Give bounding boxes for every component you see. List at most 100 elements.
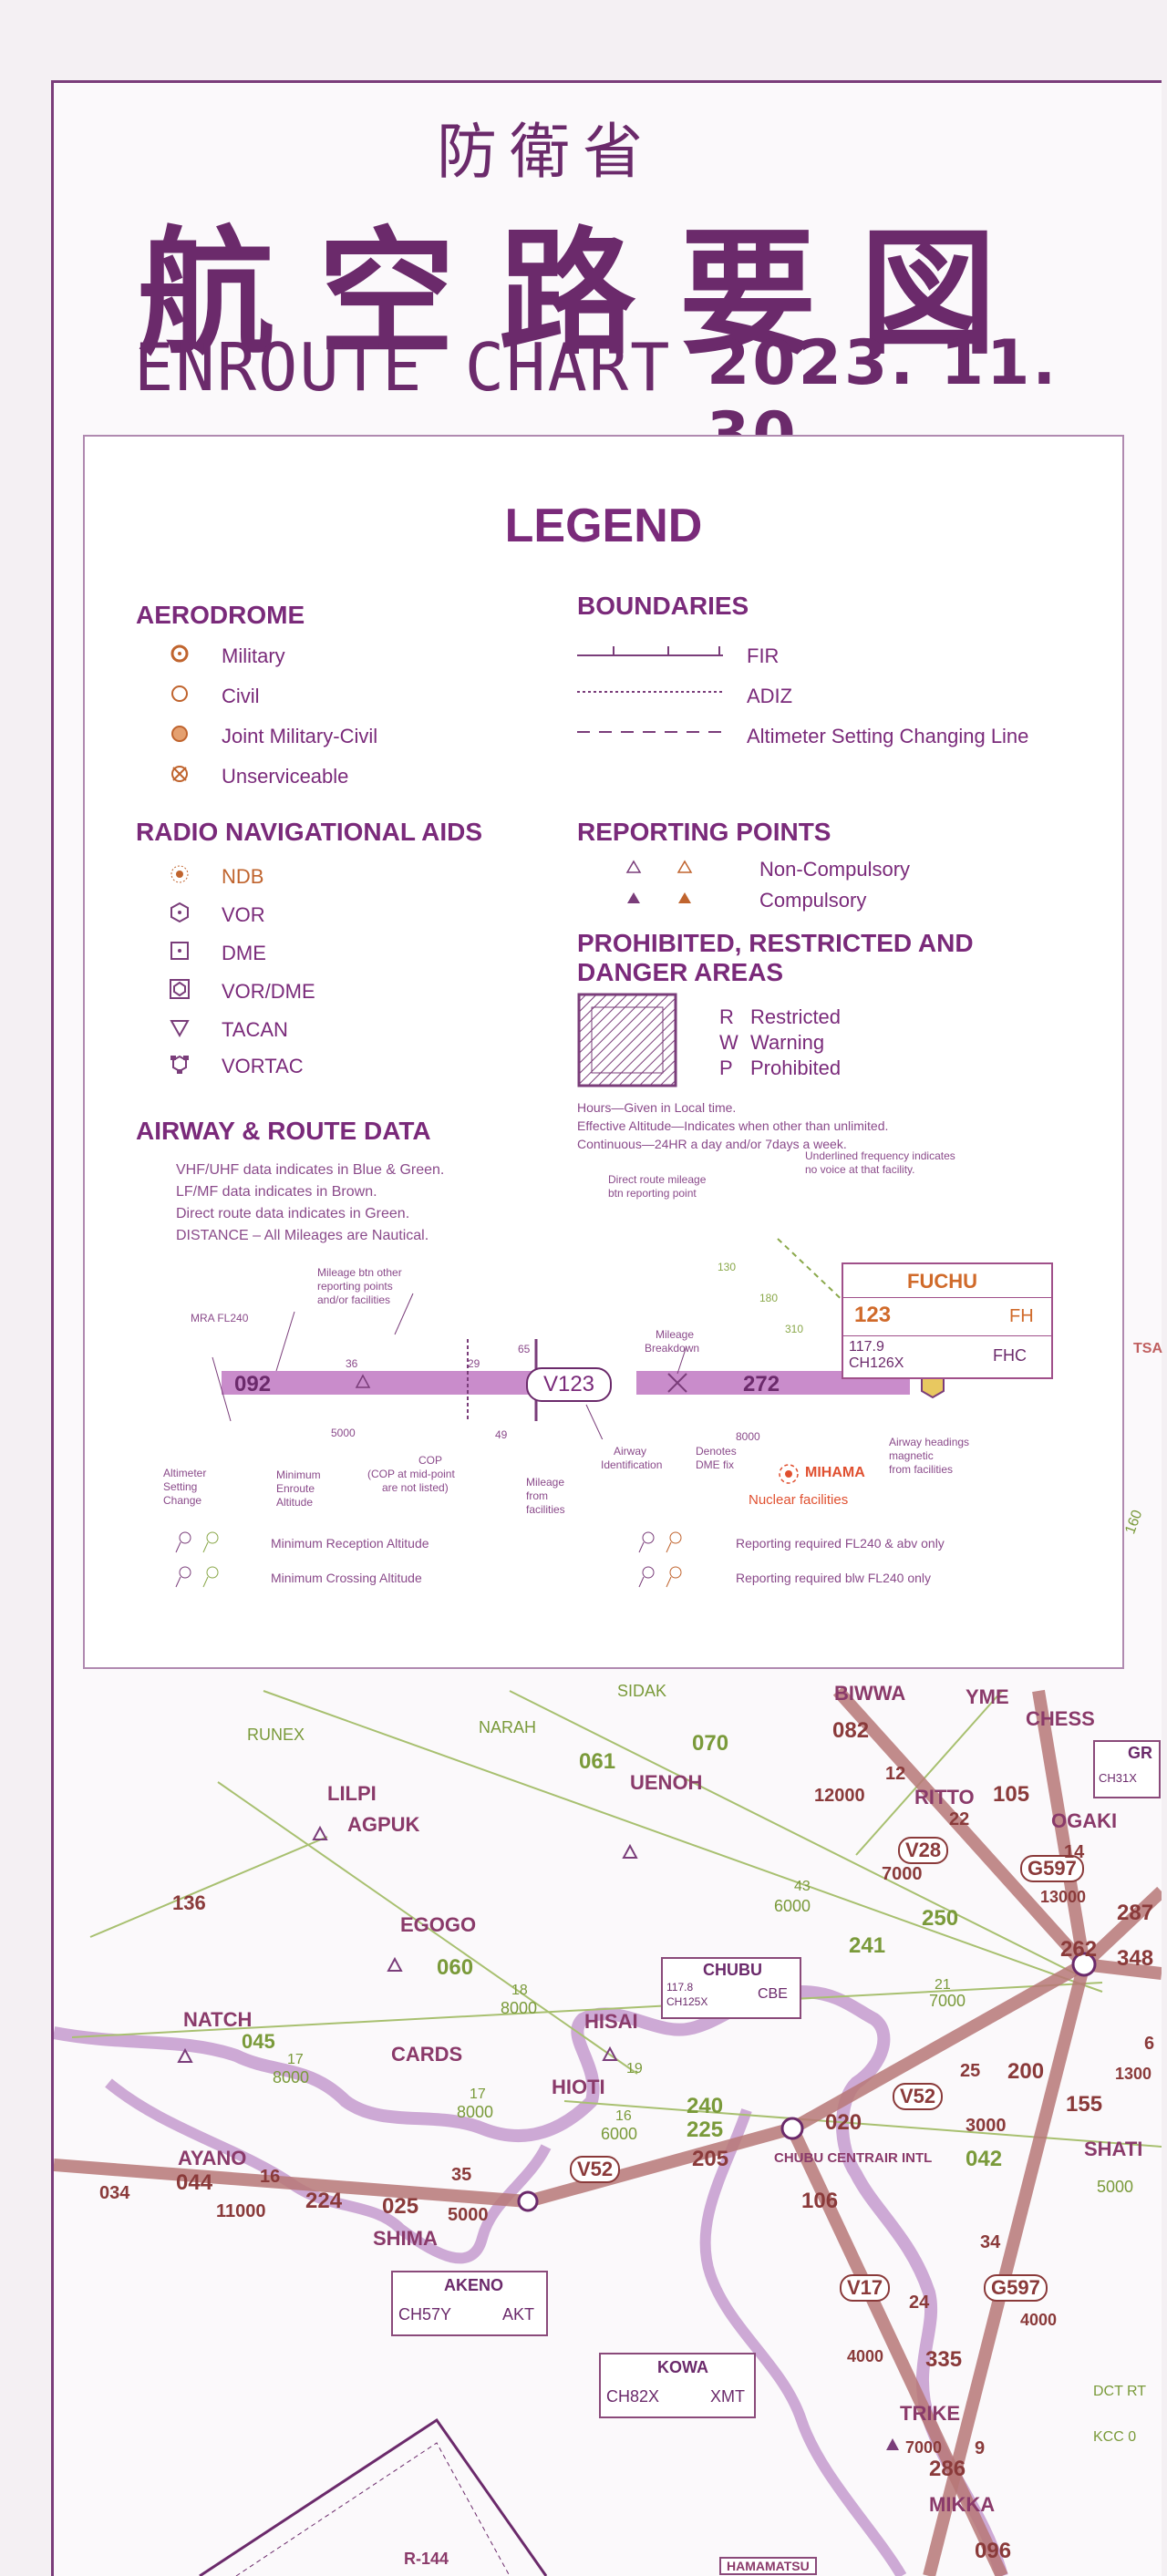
airway-heading: AIRWAY & ROUTE DATA bbox=[136, 1117, 431, 1145]
fix-runex: RUNEX bbox=[247, 1726, 305, 1744]
lbl-mileage-from-2: from bbox=[526, 1489, 548, 1502]
value-130: 130 bbox=[718, 1261, 737, 1273]
fix-shima: SHIMA bbox=[373, 2227, 438, 2250]
value-310: 310 bbox=[785, 1323, 804, 1335]
lbl-mea-2: Enroute bbox=[276, 1482, 315, 1495]
aerodrome-unserviceable-label: Unserviceable bbox=[222, 765, 349, 788]
legend-airway-id: V123 bbox=[526, 1367, 612, 1402]
dist-12: 12 bbox=[885, 1764, 906, 1784]
chubu-ident: CBE bbox=[758, 1986, 788, 2002]
course-034: 034 bbox=[99, 2183, 130, 2203]
report-above-label: Reporting required FL240 & abv only bbox=[736, 1536, 945, 1551]
kowa-facility-box: KOWA CH82X XMT bbox=[599, 2353, 756, 2418]
fuchu-vor-ident: FHC bbox=[993, 1346, 1027, 1365]
value-49: 49 bbox=[495, 1428, 508, 1441]
boundary-fir-label: FIR bbox=[747, 644, 780, 667]
lbl-cop-1: COP bbox=[418, 1454, 443, 1467]
fix-shati: SHATI bbox=[1084, 2138, 1143, 2160]
course-287: 287 bbox=[1117, 1901, 1154, 1925]
ndb-icon bbox=[170, 865, 189, 883]
airway-g597-south: G597 bbox=[984, 2274, 1048, 2302]
lbl-airway-id-1: Airway bbox=[614, 1445, 647, 1458]
course-250: 250 bbox=[922, 1906, 959, 1931]
course-200: 200 bbox=[1007, 2059, 1045, 2084]
alt-5000-b: 5000 bbox=[1097, 2178, 1134, 2196]
chubu-channel: CH125X bbox=[666, 1995, 708, 2008]
course-096: 096 bbox=[975, 2539, 1012, 2563]
mileage-17b: 17 bbox=[470, 2087, 486, 2102]
enroute-map: RUNEX NARAH SIDAK BIWWA YME CHESS LILPI … bbox=[54, 1673, 1162, 2576]
direct-note-2: btn reporting point bbox=[608, 1187, 697, 1200]
navaid-dme-label: DME bbox=[222, 942, 266, 964]
value-65: 65 bbox=[518, 1343, 531, 1355]
reporting-heading: REPORTING POINTS bbox=[577, 818, 831, 846]
legend-course-right: 272 bbox=[743, 1372, 780, 1396]
course-045: 045 bbox=[242, 2030, 275, 2053]
navaids-heading: RADIO NAVIGATIONAL AIDS bbox=[136, 818, 483, 846]
dist-6: 6 bbox=[1144, 2034, 1155, 2054]
kcc-label: KCC 0 bbox=[1093, 2429, 1137, 2445]
reporting-compulsory-label: Compulsory bbox=[759, 889, 867, 912]
nuclear-facility-icon bbox=[779, 1464, 799, 1484]
kowa-channel: CH82X bbox=[606, 2387, 660, 2406]
lbl-headings-2: magnetic bbox=[889, 1449, 934, 1462]
course-060: 060 bbox=[437, 1955, 474, 1980]
airway-g597-north: G597 bbox=[1020, 1855, 1084, 1882]
area-code-r: R bbox=[719, 1005, 734, 1028]
mileage-note-1: Mileage btn other bbox=[317, 1266, 402, 1279]
lbl-airway-id-2: Identification bbox=[601, 1458, 663, 1471]
course-205: 205 bbox=[692, 2147, 729, 2171]
airway-note-vhf: VHF/UHF data indicates in Blue & Green. bbox=[176, 1162, 445, 1178]
report-below-icon bbox=[638, 1566, 682, 1588]
dist-16: 16 bbox=[260, 2167, 281, 2187]
fix-hioti: HIOTI bbox=[552, 2076, 605, 2098]
fir-line-icon bbox=[577, 646, 723, 656]
fix-sidak: SIDAK bbox=[617, 1682, 667, 1700]
area-warning-label: Warning bbox=[750, 1031, 825, 1054]
course-155: 155 bbox=[1066, 2092, 1103, 2117]
areas-note-hours: Hours—Given in Local time. bbox=[577, 1100, 737, 1115]
non-compulsory-icon bbox=[625, 860, 693, 873]
direct-note-1: Direct route mileage bbox=[608, 1173, 707, 1186]
dist-35: 35 bbox=[451, 2165, 472, 2185]
airway-v52-east: V52 bbox=[893, 2083, 944, 2110]
value-180: 180 bbox=[759, 1292, 779, 1304]
underline-note-1: Underlined frequency indicates bbox=[805, 1149, 955, 1162]
report-below-label: Reporting required blw FL240 only bbox=[736, 1571, 932, 1585]
course-042: 042 bbox=[966, 2147, 1003, 2171]
fix-biwwa: BIWWA bbox=[834, 1682, 906, 1705]
mileage-21: 21 bbox=[935, 1977, 951, 1993]
min-reception-icon bbox=[175, 1531, 219, 1553]
fuchu-freq: 123 bbox=[854, 1303, 892, 1327]
navaid-tacan-label: TACAN bbox=[222, 1018, 288, 1041]
lbl-mea-3: Altitude bbox=[276, 1496, 314, 1509]
course-286: 286 bbox=[929, 2457, 966, 2481]
course-025: 025 bbox=[382, 2194, 419, 2219]
chubu-facility-box: CHUBU 117.8 CH125X CBE bbox=[661, 1957, 801, 2019]
vor-icon bbox=[170, 902, 189, 923]
fix-natch: NATCH bbox=[183, 2008, 253, 2031]
tacan-icon bbox=[170, 1020, 190, 1038]
lbl-dme-fix-1: Denotes bbox=[696, 1445, 737, 1458]
navaid-vor-label: VOR bbox=[222, 903, 265, 926]
airway-v17: V17 bbox=[840, 2274, 891, 2302]
fix-ogaki: OGAKI bbox=[1051, 1809, 1118, 1832]
value-29: 29 bbox=[468, 1357, 480, 1370]
alt-11000: 11000 bbox=[216, 2201, 266, 2221]
kowa-ident: XMT bbox=[710, 2387, 745, 2406]
restricted-area-hatch-icon bbox=[577, 993, 677, 1087]
vor-dme-icon bbox=[170, 979, 190, 999]
alt-12000: 12000 bbox=[814, 1786, 865, 1806]
gr-channel: CH31X bbox=[1099, 1771, 1137, 1785]
mra-label: MRA FL240 bbox=[191, 1312, 249, 1324]
akeno-ident: AKT bbox=[502, 2305, 535, 2324]
mileage-18: 18 bbox=[511, 1983, 528, 1998]
fix-egogo: EGOGO bbox=[400, 1913, 477, 1936]
min-reception-label: Minimum Reception Altitude bbox=[271, 1536, 429, 1551]
aerodrome-heading: AERODROME bbox=[136, 601, 305, 629]
report-above-icon bbox=[638, 1531, 682, 1553]
akeno-channel: CH57Y bbox=[398, 2305, 452, 2324]
gr-facility-box: GR CH31X bbox=[1093, 1740, 1161, 1798]
fix-ayano: AYANO bbox=[178, 2147, 247, 2169]
chart-title-english: ENROUTE CHART bbox=[134, 329, 672, 406]
